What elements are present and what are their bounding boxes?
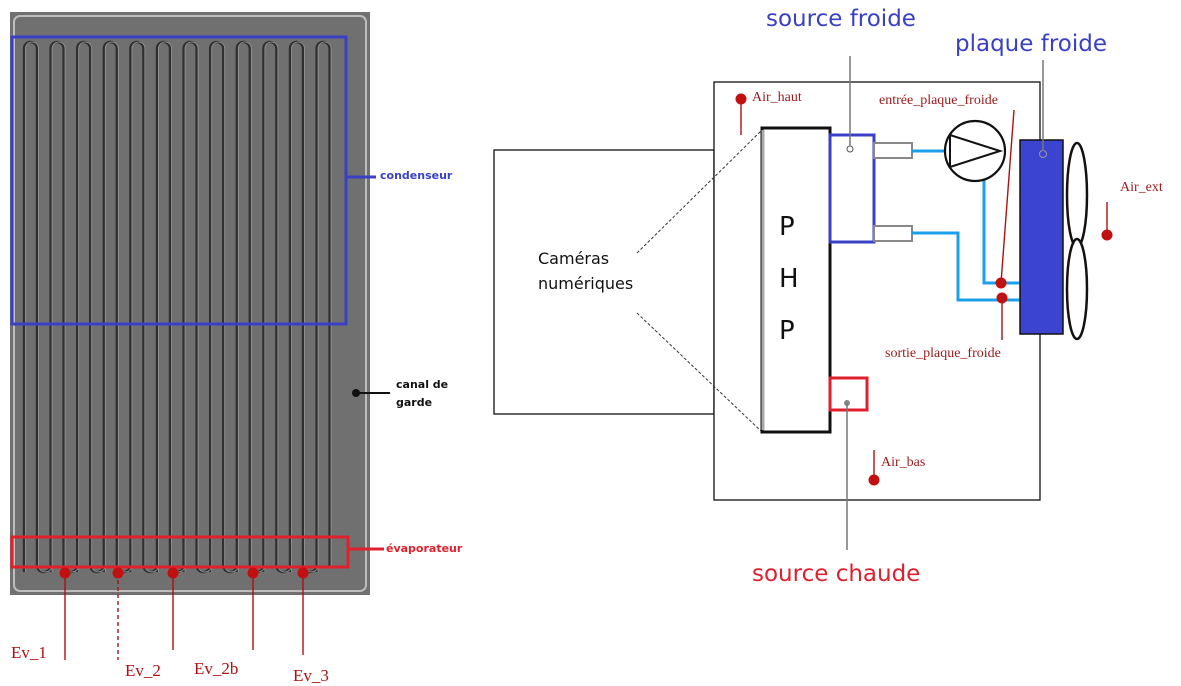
php-letter-1: P [779,212,795,242]
cold-plate [1019,139,1064,335]
cold-source-box [828,133,876,244]
sensor-label-air-top: Air_haut [752,90,802,105]
cold-source-label: source froide [766,6,916,32]
sensor-label-ev1: Ev_1 [11,643,47,662]
condenser-box [10,35,348,326]
cold-plate-label: plaque froide [955,31,1107,57]
sensor-label-air-ext: Air_ext [1120,180,1163,195]
sensor-label-plate-inlet: entrée_plaque_froide [879,93,998,108]
fan-blade-bottom [1065,237,1089,341]
camera-view-line-top [636,129,763,254]
sensor-label-ev2b: Ev_2b [194,659,239,678]
php-letter-3: P [779,316,795,346]
guard-dot [352,389,360,397]
fan-blade-top [1065,141,1089,249]
evaporator-box [10,535,350,569]
hot-source-label: source chaude [752,561,921,587]
condenser-label: condenseur [380,169,453,182]
schematic-sensor-dots [735,93,1113,486]
php-letter-2: H [779,264,799,294]
camera-box [493,149,715,415]
php-body [760,126,832,434]
evaporator-sensor-dots [59,567,309,579]
serpentine-channels [22,40,332,574]
sensor-label-air-bottom: Air_bas [881,455,926,470]
channel-highlight [25,41,332,573]
cameras-label-line2: numériques [538,274,634,293]
evaporator-sensor-leaders [64,573,304,660]
sensor-label-ev3: Ev_3 [293,666,329,685]
camera-view-line-bottom [636,312,763,433]
fitting-bottom [873,225,913,242]
cameras-label-line1: Caméras [538,249,610,268]
channel-path [22,40,331,574]
pump-arrow [949,133,1004,169]
guard-label-line2: garde [396,396,433,409]
coolant-pipes [912,149,1020,302]
guard-label-line1: canal de [396,378,449,391]
sensor-label-plate-outlet: sortie_plaque_froide [885,346,1001,361]
heat-pipe-photo [10,12,370,595]
guard-channel [13,15,367,592]
sensor-label-ev2: Ev_2 [125,661,161,680]
fitting-top [873,142,913,159]
evaporator-label: évaporateur [386,542,463,555]
